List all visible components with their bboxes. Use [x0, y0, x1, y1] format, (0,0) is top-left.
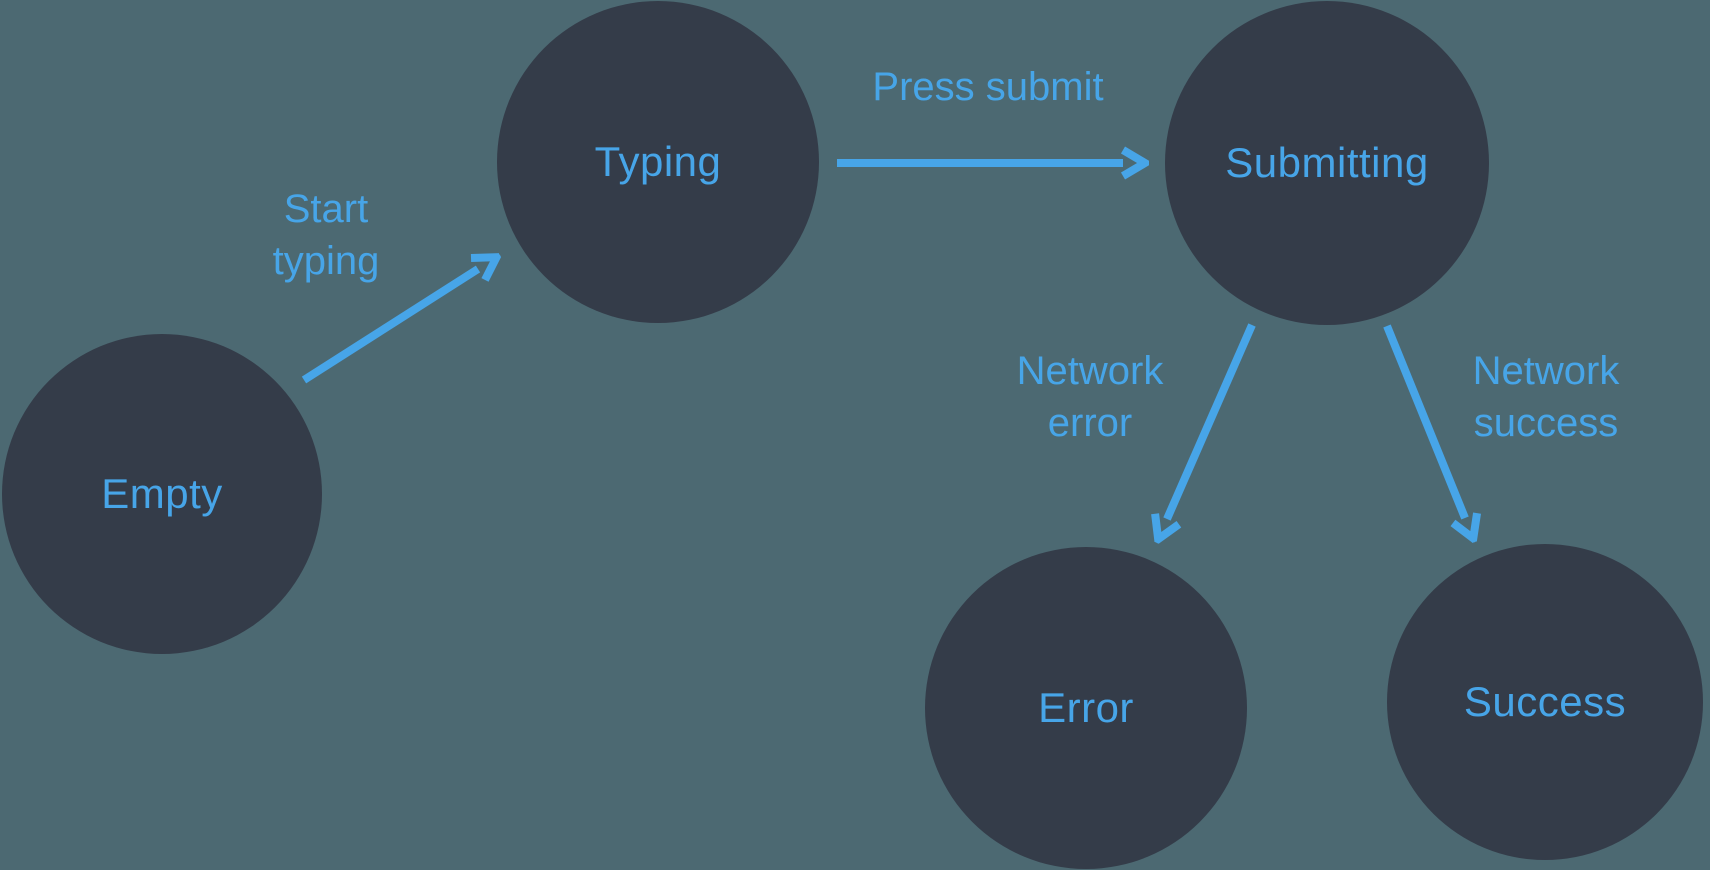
edge-label-press-submit: Press submit: [838, 61, 1138, 113]
edge-label-line: Network: [1472, 349, 1620, 393]
state-label-success: Success: [1463, 678, 1627, 725]
edge-label-line: error: [1047, 401, 1133, 445]
state-node-empty: Empty: [2, 334, 322, 654]
edge-label-line: Press submit: [872, 65, 1104, 109]
arrow-start-typing: [301, 269, 478, 384]
edge-label-line: typing: [272, 239, 380, 283]
edge-label-network-error: Network error: [940, 345, 1240, 449]
state-label-error: Error: [1038, 684, 1134, 731]
edge-label-line: Start: [283, 187, 369, 231]
state-node-error: Error: [925, 547, 1247, 869]
state-node-submitting: Submitting: [1165, 1, 1489, 325]
edge-label-line: Network: [1016, 349, 1164, 393]
state-label-typing: Typing: [594, 138, 722, 185]
edge-label-start-typing: Start typing: [176, 183, 476, 287]
arrow-network-success: [1383, 324, 1465, 518]
state-label-submitting: Submitting: [1225, 139, 1429, 186]
state-node-typing: Typing: [497, 1, 819, 323]
arrow-network-error: [1167, 323, 1256, 519]
state-label-empty: Empty: [101, 470, 223, 517]
edge-label-network-success: Network success: [1396, 345, 1696, 449]
edge-label-line: success: [1473, 401, 1619, 445]
state-node-success: Success: [1387, 544, 1703, 860]
